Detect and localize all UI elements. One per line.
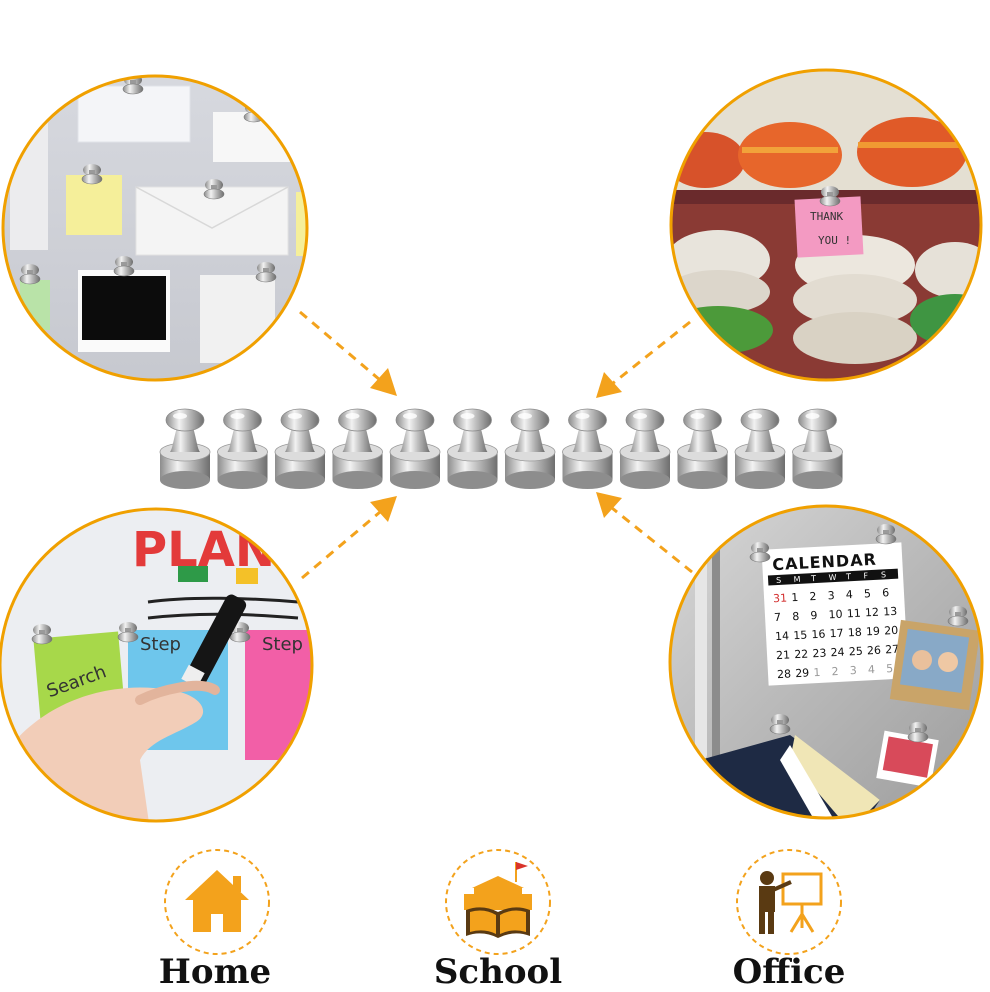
push-pin-magnet [504, 408, 556, 489]
push-pin-magnet [792, 408, 843, 489]
push-pin-magnet [159, 408, 211, 489]
calendar-day: 7 [774, 611, 782, 624]
calendar-day: 17 [829, 627, 844, 641]
calendar-weekday: M [793, 575, 800, 584]
push-pin-magnet [274, 408, 326, 489]
calendar-day: 3 [827, 589, 835, 602]
calendar-day: 3 [849, 664, 857, 677]
sticky-note-line1: THANK [810, 210, 843, 223]
label-office: Office [732, 952, 846, 992]
calendar-weekday: S [776, 576, 782, 585]
office-icon [759, 871, 823, 934]
calendar-day: 24 [830, 646, 845, 660]
school-icon [464, 862, 532, 938]
school-badge [444, 848, 552, 960]
circle-border-bl [0, 507, 314, 823]
calendar-day: 8 [792, 610, 800, 623]
push-pin-magnet [447, 408, 498, 489]
calendar-day: 20 [884, 624, 899, 638]
calendar-weekday: F [863, 571, 868, 580]
office-badge [735, 848, 843, 960]
calendar-day: 18 [847, 626, 862, 640]
calendar-day: 4 [845, 588, 853, 601]
push-pin-magnet [332, 408, 383, 489]
calendar-day: 14 [775, 629, 790, 643]
calendar-day: 1 [813, 666, 821, 679]
push-pin-magnet [562, 408, 613, 489]
calendar-day: 28 [777, 667, 792, 681]
connector-arrows [299, 310, 693, 580]
note-mid-text: Step [140, 634, 181, 655]
calendar-weekday: S [881, 570, 887, 579]
calendar-day: 9 [810, 609, 818, 622]
calendar-weekday: T [810, 574, 816, 583]
calendar-day: 31 [773, 591, 788, 605]
calendar-weekday: W [828, 573, 836, 582]
calendar-day: 27 [885, 643, 900, 657]
calendar-day: 29 [795, 666, 810, 680]
calendar-day: 1 [791, 591, 799, 604]
calendar-day: 11 [846, 607, 861, 621]
note-right-text: Step [262, 634, 303, 655]
push-pin-magnet [619, 408, 671, 489]
circle-border-tl [1, 74, 309, 382]
calendar-day: 6 [882, 586, 890, 599]
calendar-day: 26 [867, 644, 882, 658]
calendar-day: 10 [828, 608, 843, 622]
label-school: School [433, 952, 563, 992]
circle-border-tr [669, 68, 983, 382]
calendar-day: 2 [809, 590, 817, 603]
arrowheads [370, 368, 622, 522]
calendar-day: 21 [776, 648, 791, 662]
calendar-day: 13 [883, 605, 898, 619]
photo-pottery-shelf: THANK YOU ! [671, 70, 981, 380]
home-badge [163, 848, 271, 960]
label-home: Home [158, 952, 272, 992]
calendar-day: 23 [812, 647, 827, 661]
push-pin-magnet [734, 408, 786, 489]
calendar-day: 16 [811, 628, 826, 642]
calendar-day: 12 [865, 606, 880, 620]
push-pin-magnet [389, 408, 441, 489]
sticky-note-line2: YOU ! [818, 234, 851, 247]
circle-border-br [668, 504, 984, 820]
calendar-day: 5 [886, 662, 894, 675]
push-pin-magnet [217, 408, 268, 489]
home-icon [185, 870, 249, 932]
calendar-day: 15 [793, 628, 808, 642]
calendar-day: 19 [866, 625, 881, 639]
calendar-day: 4 [868, 663, 876, 676]
calendar-day: 22 [794, 647, 809, 661]
calendar-day: 2 [831, 665, 839, 678]
magnet-row [159, 408, 843, 489]
calendar-day: 25 [848, 645, 863, 659]
calendar-day: 5 [864, 587, 872, 600]
calendar-weekday: T [845, 572, 851, 581]
push-pin-magnet [677, 408, 728, 489]
